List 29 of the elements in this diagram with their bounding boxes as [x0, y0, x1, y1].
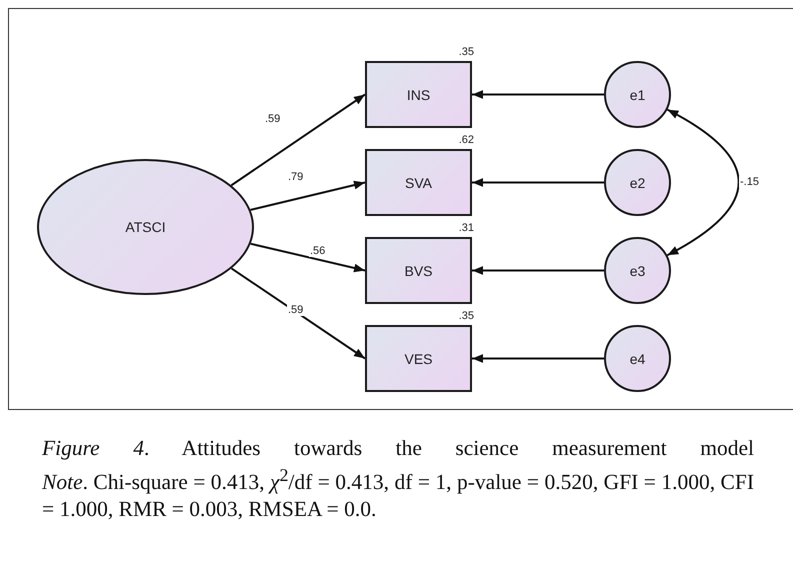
arrow [472, 354, 604, 363]
arrow [250, 242, 366, 272]
node-label: e3 [630, 262, 646, 278]
arrow [230, 268, 366, 360]
note-text: Note. Chi-square = 0.413, χ$^{2}$/df = 0.413, df = 1, p-value = 0.520, GFI = 1.000, CFI = 1.000, RMR = 0.003, RMSEA = 0.0. [42, 464, 754, 524]
arrow [250, 180, 366, 211]
arrow [472, 90, 604, 99]
r-squared-value: .31 [458, 222, 474, 234]
arrow [230, 94, 366, 186]
edge-label: .79 [287, 171, 304, 183]
edge-label: .59 [287, 304, 304, 316]
r-squared-value: .35 [458, 310, 474, 322]
r-squared-value: .35 [458, 46, 474, 58]
node-label: e4 [630, 350, 646, 366]
arrow [666, 108, 740, 256]
edge-label: -.15 [739, 176, 760, 188]
arrow [472, 266, 604, 275]
node-label: e1 [630, 86, 646, 102]
arrow [472, 178, 604, 187]
node-label: BVS [404, 262, 432, 278]
edge-label: .56 [309, 245, 326, 257]
node-label: e2 [630, 174, 646, 190]
edge-label: .59 [264, 113, 282, 125]
node-label: INS [406, 86, 430, 102]
node-label: VES [404, 350, 432, 366]
r-squared-value: .62 [458, 134, 474, 146]
figure-caption: Figure 4. Attitudes towards the science measurement model [42, 435, 754, 462]
node-label: SVA [405, 174, 432, 190]
node-label: ATSCI [125, 219, 166, 235]
